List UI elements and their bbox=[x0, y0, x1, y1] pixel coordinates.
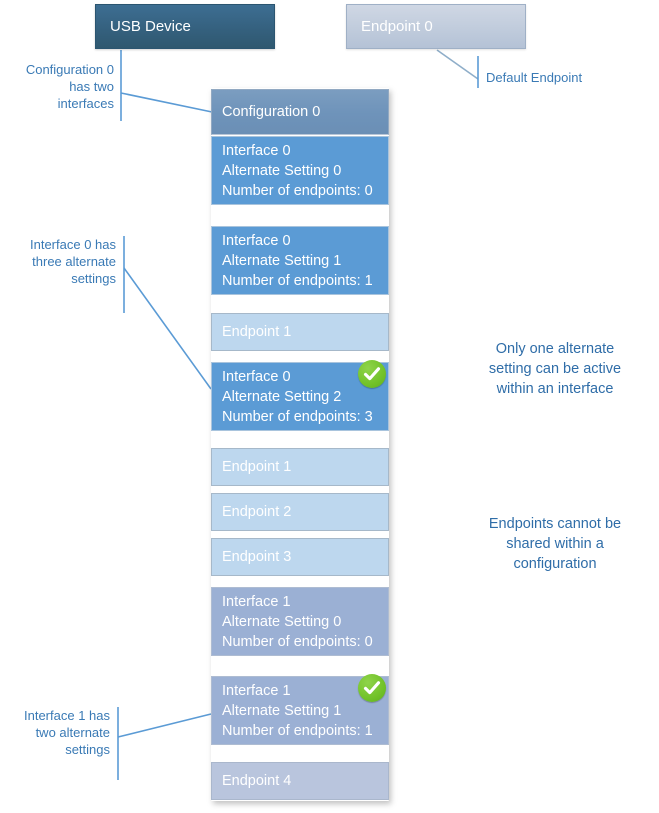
alt-setting-label: Alternate Setting 1 bbox=[222, 252, 342, 269]
endpoint-count-label: Number of endpoints: 1 bbox=[222, 272, 373, 289]
endpoint-box[interactable]: Endpoint 2 bbox=[211, 493, 389, 531]
interface-label: Interface 1 bbox=[222, 682, 291, 699]
alt-setting-label: Alternate Setting 2 bbox=[222, 388, 342, 405]
interface-0-alt-0-box[interactable]: Interface 0 Alternate Setting 0 Number o… bbox=[211, 136, 389, 205]
annotation-interface-0-note: Interface 0 has three alternate settings bbox=[30, 237, 116, 286]
annotation-configuration-note: Configuration 0 has two interfaces bbox=[25, 62, 114, 111]
endpoint0-box[interactable]: Endpoint 0 bbox=[346, 4, 526, 49]
annotation-endpoints-not-shared: Endpoints cannot be shared within a conf… bbox=[488, 516, 622, 572]
endpoint-box[interactable]: Endpoint 1 bbox=[211, 313, 389, 351]
endpoint-label: Endpoint 4 bbox=[222, 773, 292, 789]
interface-label: Interface 1 bbox=[222, 593, 291, 610]
endpoint-box[interactable]: Endpoint 3 bbox=[211, 538, 389, 576]
endpoint-box[interactable]: Endpoint 4 bbox=[211, 762, 389, 800]
annotation-interface-1-note: Interface 1 has two alternate settings bbox=[24, 708, 110, 757]
endpoint-label: Endpoint 3 bbox=[222, 549, 292, 565]
usb-device-box[interactable]: USB Device bbox=[95, 4, 275, 49]
endpoint-count-label: Number of endpoints: 0 bbox=[222, 182, 373, 199]
configuration-0-box[interactable]: Configuration 0 bbox=[211, 89, 389, 135]
interface-label: Interface 0 bbox=[222, 232, 291, 249]
interface-label: Interface 0 bbox=[222, 368, 291, 385]
check-circle-icon bbox=[358, 360, 386, 388]
alt-setting-label: Alternate Setting 1 bbox=[222, 702, 342, 719]
interface-label: Interface 0 bbox=[222, 142, 291, 159]
interface-0-alt-1-box[interactable]: Interface 0 Alternate Setting 1 Number o… bbox=[211, 226, 389, 295]
endpoint-label: Endpoint 1 bbox=[222, 324, 292, 340]
annotation-default-endpoint: Default Endpoint bbox=[486, 70, 583, 85]
endpoint-box[interactable]: Endpoint 1 bbox=[211, 448, 389, 486]
interface-1-alt-0-box[interactable]: Interface 1 Alternate Setting 0 Number o… bbox=[211, 587, 389, 656]
endpoint-count-label: Number of endpoints: 3 bbox=[222, 408, 373, 425]
alt-setting-label: Alternate Setting 0 bbox=[222, 162, 342, 179]
usb-device-label: USB Device bbox=[110, 18, 191, 35]
endpoint-count-label: Number of endpoints: 0 bbox=[222, 633, 373, 650]
check-circle-icon bbox=[358, 674, 386, 702]
endpoint-label: Endpoint 1 bbox=[222, 459, 292, 475]
alt-setting-label: Alternate Setting 0 bbox=[222, 613, 342, 630]
endpoint-label: Endpoint 2 bbox=[222, 504, 292, 520]
annotation-only-one-alternate-setting: Only one alternate setting can be active… bbox=[488, 341, 622, 397]
endpoint0-label: Endpoint 0 bbox=[361, 18, 433, 35]
endpoint-count-label: Number of endpoints: 1 bbox=[222, 722, 373, 739]
configuration-0-label: Configuration 0 bbox=[222, 104, 321, 120]
